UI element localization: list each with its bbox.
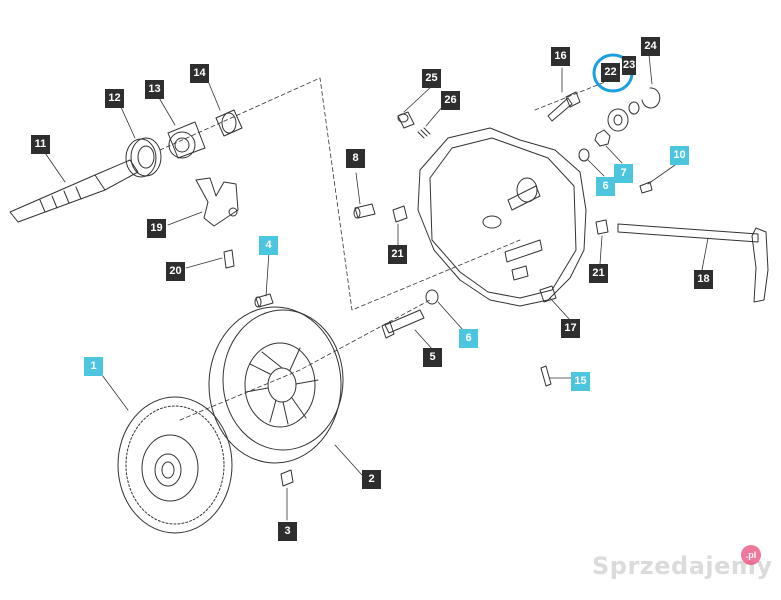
callout-14: 14 <box>190 64 209 83</box>
callout-10: 10 <box>670 146 689 165</box>
callout-16: 16 <box>551 47 570 66</box>
callout-24: 24 <box>641 37 660 56</box>
bolt-4 <box>254 293 274 308</box>
callout-19: 19 <box>147 219 166 238</box>
bushing <box>215 109 243 137</box>
long-bolt-16 <box>547 91 581 122</box>
callout-17: 17 <box>561 319 580 338</box>
washer-22 <box>607 108 629 132</box>
circlip-24 <box>641 87 661 109</box>
clutch-disc <box>117 396 233 534</box>
bell-housing <box>417 127 587 307</box>
input-shaft <box>9 159 139 223</box>
callout-13: 13 <box>145 80 164 99</box>
release-shaft <box>617 223 769 303</box>
callout-8: 8 <box>346 149 365 168</box>
leader-lines <box>42 54 709 521</box>
cotter-pin-15 <box>540 365 552 387</box>
watermark-badge: .pl <box>741 545 761 565</box>
pressure-plate <box>208 306 344 464</box>
callout-6a: 6 <box>596 177 615 196</box>
nut-7 <box>594 129 611 147</box>
assembly-axis-lines <box>159 77 611 421</box>
pin-20 <box>223 249 235 269</box>
callout-4: 4 <box>259 236 278 255</box>
release-fork <box>195 177 239 227</box>
callout-12: 12 <box>105 89 124 108</box>
shaft-seal <box>125 137 162 178</box>
callout-21a: 21 <box>388 245 407 264</box>
callout-2: 2 <box>362 470 381 489</box>
callout-11: 11 <box>31 135 50 154</box>
callout-15: 15 <box>571 372 590 391</box>
callout-23: 23 <box>622 56 637 75</box>
bolt-8 <box>353 203 376 219</box>
bushing-21-left <box>392 205 408 223</box>
callout-26: 26 <box>441 91 460 110</box>
ring-23 <box>628 101 640 115</box>
bushing-21-right <box>595 219 609 235</box>
callout-1: 1 <box>84 357 103 376</box>
washer-6-lower <box>425 289 439 305</box>
callout-6b: 6 <box>459 329 478 348</box>
callout-22: 22 <box>601 63 620 82</box>
bolt-5 <box>381 309 425 339</box>
callout-21b: 21 <box>589 264 608 283</box>
callout-18: 18 <box>694 270 713 289</box>
callout-3: 3 <box>278 522 297 541</box>
washer-6-upper <box>578 148 590 162</box>
callout-25: 25 <box>422 69 441 88</box>
dowel-3 <box>280 469 294 487</box>
screw-10 <box>639 181 653 194</box>
callout-7: 7 <box>614 164 633 183</box>
callout-5: 5 <box>423 348 442 367</box>
spring-26 <box>417 127 431 139</box>
release-bearing <box>167 121 206 159</box>
plug-25 <box>397 111 415 129</box>
callout-20: 20 <box>166 262 185 281</box>
